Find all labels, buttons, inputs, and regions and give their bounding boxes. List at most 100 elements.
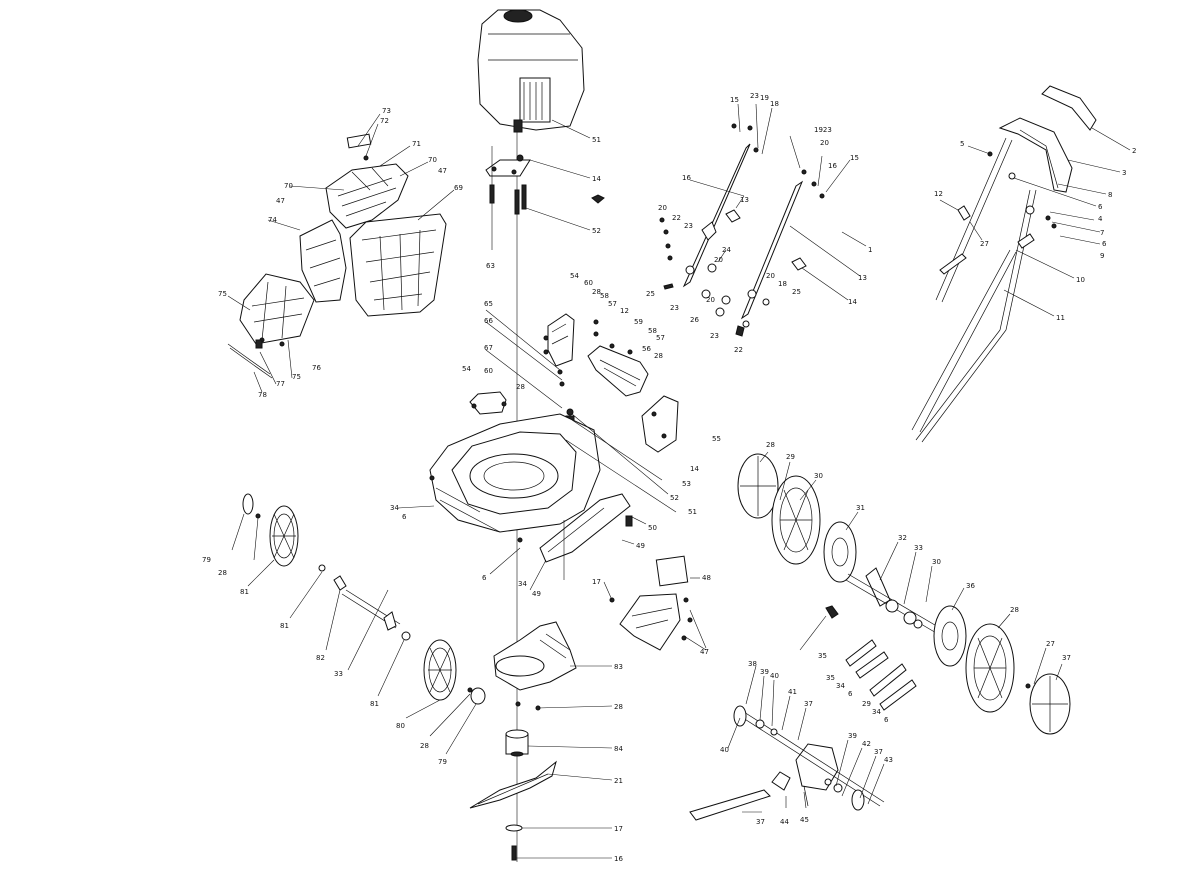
callout: 23 (670, 304, 679, 312)
callout: 24 (722, 246, 731, 254)
callout: 83 (614, 663, 623, 671)
callout: 20 (714, 256, 723, 264)
callout: 18 (778, 280, 787, 288)
callout: 32 (898, 534, 907, 542)
grass-bag (349, 213, 447, 317)
callout: 65 (484, 300, 493, 308)
callout: 82 (316, 654, 325, 662)
callout: 1923 (814, 126, 832, 134)
callout: 20 (706, 296, 715, 304)
callout: 37 (804, 700, 813, 708)
callout: 79 (202, 556, 211, 564)
rear-right-wheel (965, 623, 1031, 713)
callout: 59 (634, 318, 643, 326)
callout: 51 (592, 136, 601, 144)
callout: 34 (872, 708, 881, 716)
callout: 63 (486, 262, 495, 270)
washer (505, 824, 523, 832)
callout: 6 (1098, 203, 1103, 211)
callout: 57 (656, 334, 665, 342)
callout: 22 (734, 346, 743, 354)
callout: 70 (284, 182, 293, 190)
callout: 81 (240, 588, 249, 596)
callout: 25 (646, 290, 655, 298)
callout: 26 (690, 316, 699, 324)
callout: 23 (684, 222, 693, 230)
callout: 14 (848, 298, 857, 306)
callout: 23 (710, 332, 719, 340)
callout: 19 (760, 94, 769, 102)
callout: 20 (820, 139, 829, 147)
callout: 53 (682, 480, 691, 488)
callout: 58 (600, 292, 609, 300)
callout: 27 (980, 240, 989, 248)
upper-handle (911, 85, 1097, 443)
blade (469, 760, 557, 809)
callout: 28 (654, 352, 663, 360)
callout: 43 (884, 756, 893, 764)
rear-hub-cap-right (1029, 673, 1071, 735)
callout: 52 (670, 494, 679, 502)
callout: 12 (934, 190, 943, 198)
blade-adapter (505, 729, 529, 757)
callout-labels: 51 14 52 63 73 72 71 70 47 70 47 69 74 7… (202, 92, 1136, 863)
callout: 16 (614, 855, 623, 863)
callout: 23 (750, 92, 759, 100)
callout: 17 (592, 578, 601, 586)
callout: 60 (584, 279, 593, 287)
callout: 3 (1122, 169, 1126, 177)
callout: 20 (658, 204, 667, 212)
callout: 84 (614, 745, 623, 753)
callout: 67 (484, 344, 493, 352)
callout: 6 (1102, 240, 1107, 248)
callout: 36 (966, 582, 975, 590)
callout: 28 (766, 441, 775, 449)
callout: 25 (792, 288, 801, 296)
callout: 81 (280, 622, 289, 630)
callout: 29 (786, 453, 795, 461)
callout: 48 (702, 574, 711, 582)
callout: 33 (334, 670, 343, 678)
callout: 28 (420, 742, 429, 750)
callout: 8 (1108, 191, 1112, 199)
engine (477, 9, 585, 133)
callout: 71 (412, 140, 421, 148)
callout: 35 (818, 652, 827, 660)
callout: 73 (382, 107, 391, 115)
callout: 75 (218, 290, 227, 298)
callout: 10 (1076, 276, 1085, 284)
grass-bag-top (299, 133, 409, 303)
callout: 17 (614, 825, 623, 833)
callout: 22 (672, 214, 681, 222)
callout: 34 (390, 504, 399, 512)
callout: 6 (848, 690, 853, 698)
callout: 31 (856, 504, 865, 512)
rear-gear-right (933, 605, 967, 667)
callout: 4 (1098, 215, 1103, 223)
handle-bracket (539, 493, 633, 563)
mower-deck (429, 413, 601, 543)
callout: 6 (884, 716, 889, 724)
callout: 27 (1046, 640, 1055, 648)
callout: 16 (682, 174, 691, 182)
leader-lines (227, 103, 1131, 859)
callout: 79 (438, 758, 447, 766)
callout: 18 (770, 100, 779, 108)
front-right-wheel (423, 639, 486, 705)
drive-belt (689, 789, 771, 821)
drive-pawls (845, 639, 917, 711)
callout: 70 (428, 156, 437, 164)
callout: 9 (1100, 252, 1104, 260)
mulch-plug (227, 273, 315, 379)
callout: 60 (484, 367, 493, 375)
callout: 56 (642, 345, 651, 353)
callout: 28 (592, 288, 601, 296)
callout: 54 (462, 365, 471, 373)
callout: 33 (914, 544, 923, 552)
callout: 1 (868, 246, 872, 254)
callout: 15 (730, 96, 739, 104)
callout: 66 (484, 317, 493, 325)
callout: 75 (292, 373, 301, 381)
callout: 45 (800, 816, 809, 824)
